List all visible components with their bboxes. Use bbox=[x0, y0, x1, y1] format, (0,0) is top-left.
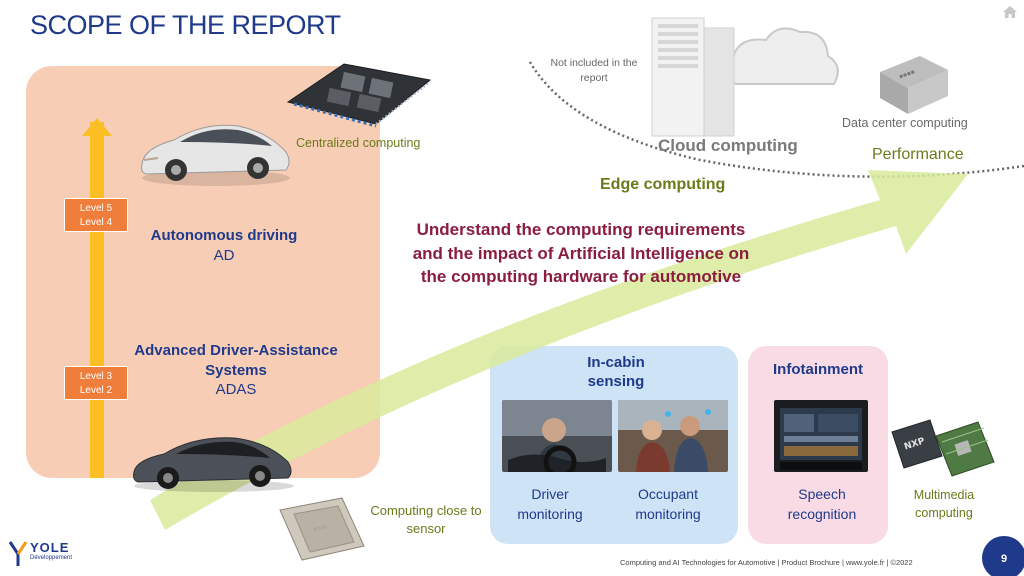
occupant-monitoring-label: Occupant monitoring bbox=[635, 486, 701, 522]
data-center-chip-image: ▪▪▪▪ bbox=[880, 56, 948, 114]
cloud-computing-label: Cloud computing bbox=[658, 136, 798, 155]
level-5-label: Level 5 bbox=[79, 203, 113, 214]
page-number: 9 bbox=[1000, 553, 1008, 565]
level-badge-adas: Level 3 Level 2 bbox=[64, 366, 128, 400]
edge-computing-label: Edge computing bbox=[600, 176, 726, 193]
in-cabin-sensing-title: In-cabin sensing bbox=[587, 354, 645, 390]
driver-monitoring-label: Driver monitoring bbox=[517, 486, 583, 522]
not-included-label: Not included in the report bbox=[550, 57, 638, 84]
autonomy-level-arrow bbox=[90, 122, 104, 478]
multimedia-chips-image: NXP bbox=[891, 419, 995, 477]
level-4-label: Level 4 bbox=[79, 217, 113, 228]
infotainment-screen-photo bbox=[774, 400, 868, 472]
page-title: SCOPE OF THE REPORT bbox=[30, 10, 341, 40]
adas-title: Advanced Driver-Assistance Systems bbox=[134, 342, 338, 379]
computing-close-to-sensor-label: Computing close to sensor bbox=[370, 503, 482, 536]
adas-car-image bbox=[133, 437, 294, 492]
level-2-label: Level 2 bbox=[79, 385, 113, 396]
level-badge-ad: Level 5 Level 4 bbox=[64, 198, 128, 232]
autonomous-driving-abbr: AD bbox=[213, 247, 235, 264]
cloud-server-image bbox=[651, 17, 839, 137]
speech-recognition-label: Speech recognition bbox=[787, 486, 857, 522]
yole-logo-subtext: Développement bbox=[30, 555, 73, 561]
level-3-label: Level 3 bbox=[79, 371, 113, 382]
data-center-computing-label: Data center computing bbox=[842, 116, 968, 130]
driver-monitoring-photo bbox=[502, 400, 612, 472]
infotainment-title: Infotainment bbox=[773, 361, 863, 378]
autonomy-arrow-head bbox=[82, 118, 112, 136]
multimedia-computing-label: Multimedia computing bbox=[913, 488, 975, 520]
sensor-chip-image: ⁙⁙⁙ bbox=[279, 497, 365, 561]
autonomous-car-image bbox=[141, 124, 290, 186]
centralized-computing-board-image bbox=[286, 63, 432, 128]
home-icon[interactable] bbox=[1002, 4, 1018, 20]
performance-label: Performance bbox=[872, 146, 964, 163]
footer-text: Computing and AI Technologies for Automo… bbox=[620, 558, 913, 567]
autonomous-driving-title: Autonomous driving bbox=[150, 227, 298, 244]
report-objective-statement: Understand the computing requirements an… bbox=[412, 220, 750, 286]
yole-logo-text: YOLE bbox=[30, 540, 70, 555]
yole-logo-mark bbox=[8, 541, 28, 566]
page-number-badge bbox=[982, 536, 1024, 576]
svg-text:⁙⁙⁙: ⁙⁙⁙ bbox=[313, 525, 327, 533]
occupant-monitoring-photo bbox=[618, 400, 728, 472]
centralized-computing-label: Centralized computing bbox=[296, 136, 421, 150]
adas-abbr: ADAS bbox=[215, 381, 257, 398]
